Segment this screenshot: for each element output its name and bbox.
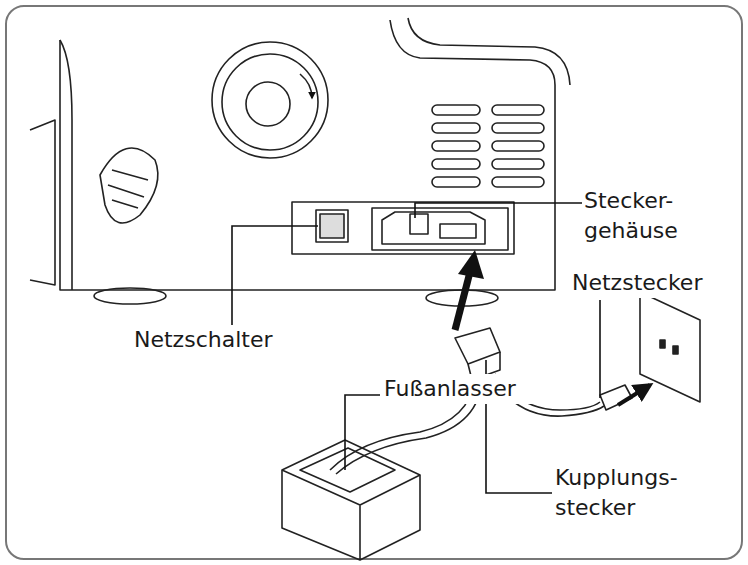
handwheel-rim [222,54,318,150]
part-label: Netzstecker [570,268,734,298]
rotation-arrow [300,74,312,98]
machine-body [60,20,555,290]
socket-housing [372,208,508,250]
dial-grip [108,170,148,208]
handwheel [212,42,328,158]
part-label: Fußanlasser [382,374,546,404]
part-label: Stecker- gehäuse [582,186,686,246]
connector-panel [292,202,514,254]
socket-pin [440,224,476,238]
part-label: Kupplungs- stecker [553,463,687,523]
frame [6,6,742,559]
insert-arrow [455,272,470,330]
leader-line [415,203,582,218]
foot-pedal [282,440,420,560]
leader-line [232,226,318,325]
foot [94,288,166,304]
foot-pedal-edges [282,470,420,560]
handwheel-hub [246,82,290,126]
machine-front [60,40,72,290]
power-switch [316,210,348,242]
power-switch-rocker [320,214,344,238]
foot-pedal-top [300,448,395,492]
insert-arrow-head [458,250,484,279]
part-label: Netzschalter [132,325,306,355]
leader-line [345,395,380,470]
coupling-plug [455,328,500,364]
vents [432,105,544,187]
machine-arm [408,18,570,85]
socket [382,212,485,244]
leader-line [599,300,601,398]
stitch-dial [100,148,158,223]
socket-pin [410,214,428,234]
machine-left-part [30,120,55,285]
plug-arrow [618,385,650,405]
